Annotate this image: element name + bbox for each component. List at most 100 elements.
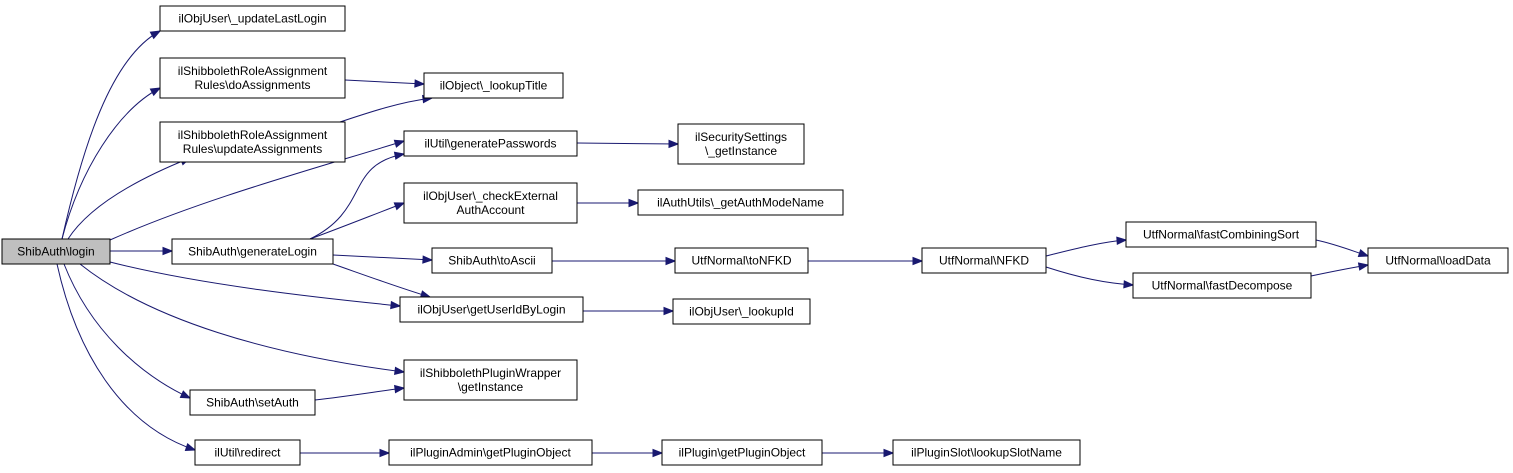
arrowhead — [414, 79, 426, 88]
node-layer: ShibAuth\login ilObjUser\_updateLastLogin… — [1, 5, 1509, 466]
edge-NFKD-to-fastCombiningSort — [1045, 236, 1128, 257]
arrowhead — [1116, 236, 1128, 245]
node-updateAssignments[interactable]: ilShibbolethRoleAssignmentRules\updateAs… — [159, 121, 346, 163]
node-adminGetPluginObject[interactable]: ilPluginAdmin\getPluginObject — [388, 439, 593, 466]
node-toNFKD[interactable]: UtfNormal\toNFKD — [674, 247, 809, 274]
arrowhead — [393, 202, 406, 211]
node-label: ilObjUser\getUserIdByLogin — [417, 303, 565, 317]
edge-login-to-updateLastLogin — [61, 30, 162, 240]
node-box — [159, 5, 346, 32]
node-box — [388, 439, 593, 466]
node-lookupId[interactable]: ilObjUser\_lookupId — [672, 298, 811, 325]
node-box — [1, 238, 111, 265]
edge-fastDecompose-to-loadData — [1310, 262, 1370, 277]
node-label: ShibAuth\generateLogin — [188, 245, 317, 259]
node-label: ShibAuth\setAuth — [206, 396, 299, 410]
edge-line — [332, 254, 433, 261]
edge-line — [61, 87, 161, 240]
node-redirect[interactable]: ilUtil\redirect — [194, 439, 301, 466]
node-label: ilObject\_lookupTitle — [440, 79, 548, 93]
edge-checkExternal-to-getAuthModeName — [577, 198, 640, 208]
edge-line — [332, 263, 431, 298]
node-label: ilObjUser\_checkExternal — [423, 189, 558, 203]
node-pluginGetPluginObject[interactable]: ilPlugin\getPluginObject — [661, 439, 823, 466]
arrowhead — [393, 139, 406, 148]
edge-toNFKD-to-NFKD — [808, 256, 924, 266]
edge-doAssignments-to-lookupTitle — [344, 79, 426, 88]
node-box — [431, 247, 553, 274]
node-label: Rules\updateAssignments — [183, 142, 322, 156]
edge-toAscii-to-toNFKD — [552, 256, 677, 266]
node-getAuthModeName[interactable]: ilAuthUtils\_getAuthModeName — [637, 189, 844, 216]
node-label: ilSecuritySettings — [695, 130, 787, 144]
node-toAscii[interactable]: ShibAuth\toAscii — [431, 247, 553, 274]
arrowhead — [665, 256, 677, 266]
edge-line — [344, 79, 425, 85]
edge-line — [63, 263, 191, 399]
node-pluginWrapper[interactable]: ilShibbolethPluginWrapper\getInstance — [403, 359, 578, 401]
arrowhead — [179, 390, 192, 399]
node-label: UtfNormal\loadData — [1385, 254, 1491, 268]
node-lookupTitle[interactable]: ilObject\_lookupTitle — [423, 72, 564, 99]
node-lookupSlotName[interactable]: ilPluginSlot\lookupSlotName — [892, 439, 1081, 466]
node-loadData[interactable]: UtfNormal\loadData — [1367, 247, 1509, 274]
edge-line — [67, 157, 191, 240]
edge-login-to-getUserIdByLogin — [109, 261, 402, 310]
arrowhead — [390, 300, 402, 310]
node-label: ilPluginAdmin\getPluginObject — [410, 446, 571, 460]
node-box — [1125, 221, 1317, 248]
arrowhead — [663, 306, 675, 316]
node-box — [159, 57, 346, 99]
arrowhead — [149, 87, 162, 97]
node-label: UtfNormal\NFKD — [939, 254, 1029, 268]
node-label: ilAuthUtils\_getAuthModeName — [657, 196, 824, 210]
edge-line — [109, 140, 405, 241]
node-box — [677, 123, 805, 165]
node-generatePasswords[interactable]: ilUtil\generatePasswords — [403, 130, 578, 157]
node-box — [672, 298, 811, 325]
edge-generateLogin-to-generatePasswords — [309, 151, 406, 240]
node-generateLogin[interactable]: ShibAuth\generateLogin — [171, 238, 334, 265]
edge-generateLogin-to-checkExternal — [309, 202, 406, 240]
edge-layer — [56, 30, 1370, 458]
node-login[interactable]: ShibAuth\login — [1, 238, 111, 265]
arrowhead — [668, 139, 680, 149]
edge-login-to-updateAssignments — [67, 157, 192, 240]
node-doAssignments[interactable]: ilShibbolethRoleAssignmentRules\doAssign… — [159, 57, 346, 99]
node-NFKD[interactable]: UtfNormal\NFKD — [921, 247, 1047, 274]
node-fastCombiningSort[interactable]: UtfNormal\fastCombiningSort — [1125, 221, 1317, 248]
node-box — [399, 296, 584, 323]
node-label: \_getInstance — [705, 144, 777, 158]
node-box — [423, 72, 564, 99]
arrowhead — [628, 198, 640, 208]
node-label: ilShibbolethPluginWrapper — [420, 366, 561, 380]
arrowhead — [422, 255, 434, 264]
edge-NFKD-to-fastDecompose — [1045, 266, 1135, 289]
node-label: \getInstance — [458, 380, 524, 394]
edge-line — [109, 261, 401, 307]
node-securityGetInstance[interactable]: ilSecuritySettings\_getInstance — [677, 123, 805, 165]
edge-redirect-to-adminGetPluginObject — [300, 448, 391, 458]
node-box — [892, 439, 1081, 466]
node-getUserIdByLogin[interactable]: ilObjUser\getUserIdByLogin — [399, 296, 584, 323]
node-box — [171, 238, 334, 265]
node-box — [403, 359, 578, 401]
edge-line — [314, 387, 405, 401]
arrowhead — [394, 366, 406, 375]
node-setAuth[interactable]: ShibAuth\setAuth — [189, 389, 316, 416]
edge-login-to-pluginWrapper — [79, 263, 406, 375]
node-box — [403, 182, 578, 224]
edge-line — [1045, 266, 1134, 286]
edge-line — [339, 97, 433, 123]
arrowhead — [883, 448, 895, 458]
arrowhead — [1357, 248, 1370, 258]
node-updateLastLogin[interactable]: ilObjUser\_updateLastLogin — [159, 5, 346, 32]
edge-getUserIdByLogin-to-lookupId — [583, 306, 675, 316]
node-fastDecompose[interactable]: UtfNormal\fastDecompose — [1132, 272, 1312, 299]
node-label: UtfNormal\toNFKD — [691, 254, 791, 268]
node-box — [194, 439, 301, 466]
edge-setAuth-to-pluginWrapper — [314, 384, 406, 401]
edge-generatePasswords-to-securityGetInstance — [576, 139, 680, 149]
